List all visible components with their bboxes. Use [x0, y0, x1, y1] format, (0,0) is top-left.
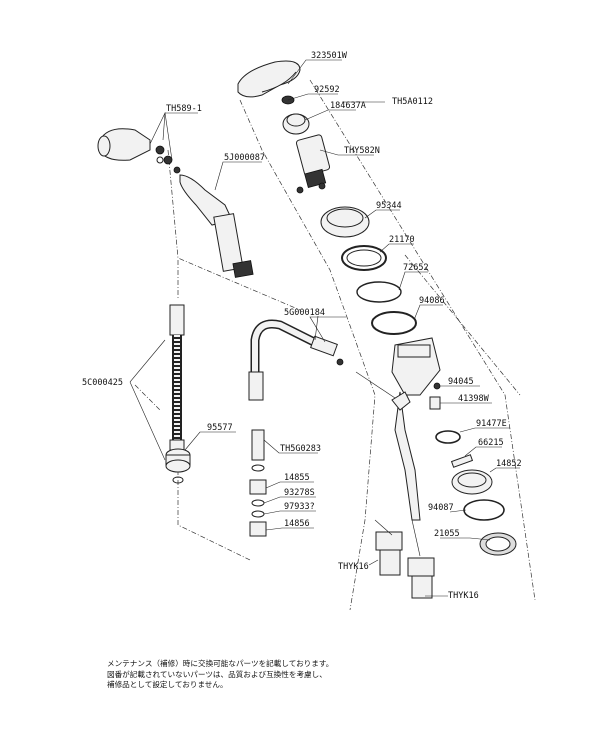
- label-th5g0283: TH5G0283: [280, 444, 321, 454]
- weight-part: [165, 448, 191, 484]
- label-thy582n: THY582N: [344, 146, 380, 156]
- label-21170: 21170: [389, 235, 415, 245]
- ring-66215-part: [450, 454, 474, 468]
- washer-94087-part: [463, 499, 505, 521]
- leader-lines: [129, 59, 520, 597]
- label-93278s: 93278S: [284, 488, 315, 498]
- label-94087: 94087: [428, 503, 454, 513]
- hose-part: [169, 304, 185, 451]
- oring-91477e-part: [435, 430, 461, 444]
- label-14852: 14852: [496, 459, 522, 469]
- label-thyk16-right: THYK16: [448, 591, 479, 601]
- ring-21055-part: [479, 532, 517, 556]
- assembly-guide-lines: [134, 79, 536, 611]
- label-14855: 14855: [284, 473, 310, 483]
- label-thyk16-left: THYK16: [338, 562, 369, 572]
- part-labels: 323501W 92592 184637A TH5A0112 THY582N T…: [82, 51, 522, 601]
- fitting-41398w-part: [429, 396, 441, 410]
- label-14856: 14856: [284, 519, 310, 529]
- ring-94086-part: [371, 311, 417, 335]
- label-41398w: 41398W: [458, 394, 490, 404]
- ring-72652-part: [356, 281, 402, 303]
- nut-cover-part: [320, 206, 370, 238]
- label-323501w: 323501W: [311, 51, 348, 61]
- label-92592: 92592: [314, 85, 340, 95]
- handle-part: [237, 60, 301, 98]
- note-line-3: 補修品として設定しておりません。: [107, 680, 228, 690]
- thyk16-right-part: [407, 557, 435, 599]
- adapter-column-part: [249, 429, 267, 537]
- label-5g000184: 5G000184: [284, 308, 325, 318]
- nut-14852-part: [451, 469, 493, 495]
- label-95344: 95344: [376, 201, 402, 211]
- spout-part: [179, 174, 254, 278]
- label-97933: 97933?: [284, 502, 315, 512]
- label-184637a: 184637A: [330, 101, 366, 111]
- valve-body-part: [391, 337, 441, 521]
- thyk16-left-part: [375, 531, 403, 576]
- cap-part: [282, 113, 310, 135]
- label-66215: 66215: [478, 438, 504, 448]
- fitting-94045-part: [433, 382, 441, 390]
- label-94086: 94086: [419, 296, 445, 306]
- maintenance-note: メンテナンス（補修）時に交換可能なパーツを記載しております。 図番が記載されてい…: [107, 659, 437, 691]
- label-5c000425: 5C000425: [82, 378, 123, 388]
- label-95577: 95577: [207, 423, 233, 433]
- label-72652: 72652: [403, 263, 429, 273]
- cartridge-part: [295, 134, 331, 194]
- label-94045: 94045: [448, 377, 474, 387]
- label-5j000087: 5J000087: [224, 153, 265, 163]
- supply-pipe-part: [248, 319, 396, 401]
- ring-21170-part: [341, 245, 387, 271]
- label-21055: 21055: [434, 529, 460, 539]
- note-line-1: メンテナンス（補修）時に交換可能なパーツを記載しております。: [107, 659, 334, 668]
- label-91477e: 91477E: [476, 419, 507, 429]
- shower-head-part: [97, 128, 181, 174]
- label-th589-1: TH589-1: [166, 104, 202, 114]
- note-line-2: 図番が記載されていないパーツは、品質および互換性を考慮し、: [107, 669, 327, 679]
- label-th5a0112: TH5A0112: [392, 97, 433, 107]
